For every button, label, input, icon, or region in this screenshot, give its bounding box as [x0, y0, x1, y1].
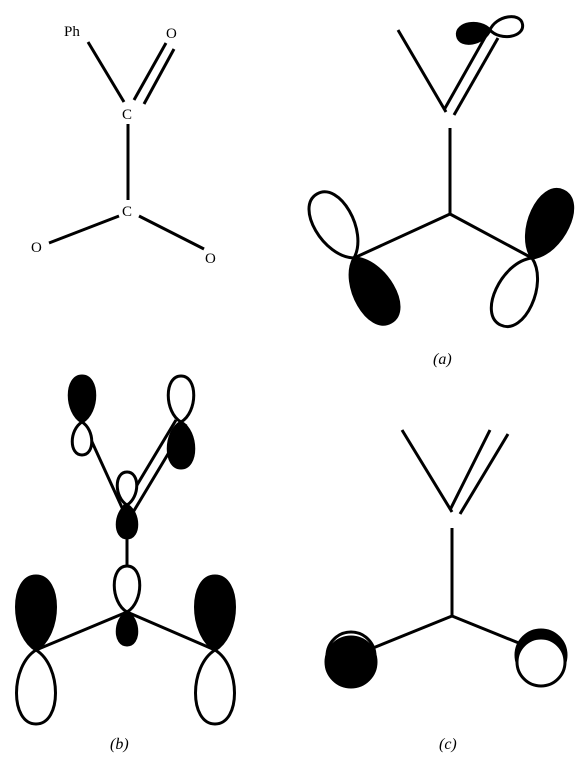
lobe-a-left-filled: [335, 246, 410, 334]
atom-o-carbonyl: O: [166, 26, 177, 42]
orbital-b-top-right: [166, 374, 196, 470]
panel-label-a: (a): [433, 351, 452, 368]
orbital-b-left: [15, 574, 57, 726]
bond-c-o-double-2: [142, 48, 176, 105]
phenylglyoxylate-structure: Ph O C C O O: [31, 24, 216, 267]
orbital-c-right: [514, 628, 568, 688]
bond-a-double-1: [442, 31, 490, 111]
bond-c-double-2: [458, 433, 510, 515]
orbital-panel-b: (b): [15, 374, 236, 753]
orbital-panel-a: (a): [298, 13, 583, 368]
panel-label-b: (b): [110, 736, 129, 753]
lobe-c-left-filled: [324, 635, 378, 689]
lobe-a-right-open: [481, 248, 552, 335]
bond-a-left-arm: [396, 29, 448, 113]
bond-c-o-left: [48, 214, 120, 245]
lobe-b-carboxyl-open: [112, 564, 142, 614]
lobe-b-top-right-open: [166, 374, 196, 424]
orbital-b-right: [194, 574, 236, 726]
bond-b-left: [35, 610, 128, 652]
bond-c-left-arm: [400, 429, 454, 513]
bond-c-left: [367, 614, 453, 652]
bond-a-left: [353, 212, 451, 260]
orbital-c-left: [324, 630, 378, 689]
bond-a-double-2: [452, 37, 500, 116]
lobe-b-top-left-open: [70, 420, 94, 457]
atom-o-right: O: [205, 251, 216, 267]
atom-c-lower: C: [122, 204, 132, 220]
orbital-panel-c: (c): [324, 429, 568, 753]
orbital-a-right: [481, 181, 583, 335]
lobe-b-carbonyl-filled: [115, 503, 139, 540]
orbital-b-top-left: [67, 374, 97, 457]
panel-label-c: (c): [439, 736, 457, 753]
bond-c-o-double-1: [132, 42, 168, 101]
lobe-b-carboxyl-filled: [115, 610, 139, 647]
bond-a-right: [449, 212, 533, 260]
lobe-a-top-filled: [454, 18, 494, 47]
orbital-b-carboxyl: [112, 564, 142, 647]
orbital-a-top: [454, 13, 526, 47]
bond-c-o-right: [138, 214, 205, 251]
lobe-a-top-open: [486, 13, 526, 42]
lobe-b-left-open: [15, 648, 57, 726]
bond-b-right: [126, 610, 216, 652]
lobe-b-right-open: [194, 648, 236, 726]
bond-c-double-1: [448, 429, 492, 511]
atom-o-left: O: [31, 240, 42, 256]
lobe-b-left-filled: [15, 574, 57, 652]
orbital-a-left: [298, 182, 410, 334]
atom-ph: Ph: [64, 24, 80, 40]
bond-ph-c: [86, 41, 126, 103]
atom-c-upper: C: [122, 107, 132, 123]
lobe-b-top-left-filled: [67, 374, 97, 424]
lobe-b-right-filled: [194, 574, 236, 652]
lobe-b-carbonyl-open: [115, 470, 139, 507]
lobe-c-right-open: [515, 636, 567, 688]
